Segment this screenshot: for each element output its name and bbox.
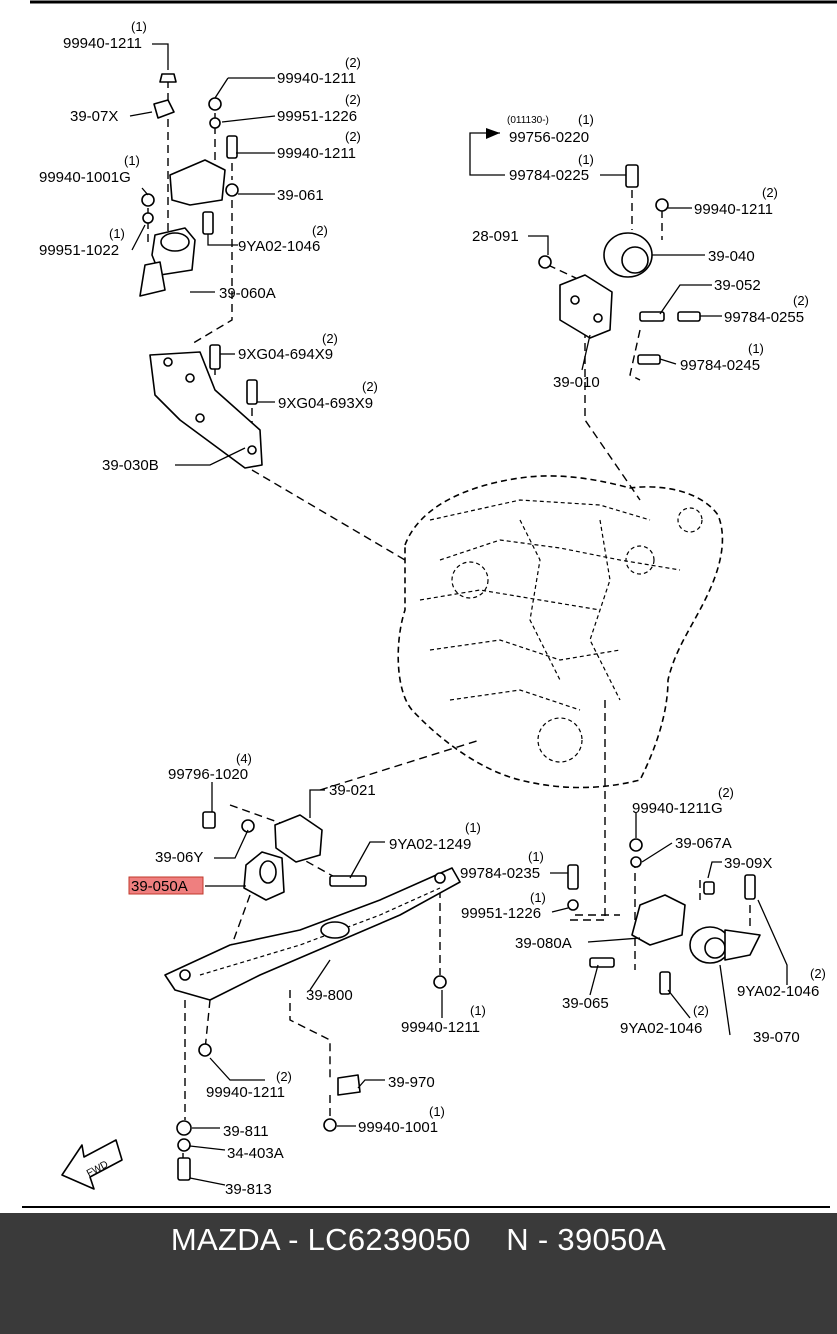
part-number-label: 99784-0235 (460, 865, 540, 882)
part-number-label: 99940-1211 (63, 35, 142, 52)
mount-39-060A (139, 159, 226, 297)
qty-label: (2) (762, 185, 778, 200)
part-title: MAZDA - LC6239050 N - 39050A (170, 1222, 667, 1257)
leader-lines (129, 43, 788, 1186)
qty-label: (1) (578, 112, 594, 127)
part-number-label: 39-813 (225, 1181, 272, 1198)
qty-label: (2) (362, 379, 378, 394)
qty-label: (2) (718, 785, 734, 800)
part-number-label: 39-060A (219, 285, 276, 302)
part-number-label: 99951-1022 (39, 242, 119, 259)
part-number-label: 99784-0245 (680, 357, 760, 374)
part-number-label: 99940-1211 (277, 145, 356, 162)
part-number-label: 39-07X (70, 108, 118, 125)
part-number-label: 99940-1001G (39, 169, 131, 186)
qty-label: (1) (578, 152, 594, 167)
arrow-icon (486, 128, 500, 139)
part-number-label: 99940-1211 (206, 1084, 285, 1101)
crossmember-39-800 (164, 867, 461, 1001)
qty-label: (2) (693, 1003, 709, 1018)
part-number-label: 99951-1226 (461, 905, 541, 922)
part-number-label: 39-010 (553, 374, 600, 391)
engine-mount-diagram: FWD (30, 0, 837, 1198)
qty-label: (1) (429, 1104, 445, 1119)
qty-label: (1) (528, 849, 544, 864)
parts-diagram: FWD (30, 0, 837, 1198)
qty-label: (4) (236, 751, 252, 766)
bolt-icon (141, 73, 258, 405)
part-number-label: 39-061 (277, 187, 324, 204)
part-number-label: 99940-1211G (632, 800, 723, 817)
mount-39-070 (567, 838, 761, 995)
part-labels: (1) 99940-1211 (2) 99940-1211 39-07X (2)… (39, 19, 826, 1198)
part-number-label: 99940-1211 (401, 1019, 480, 1036)
part-number-label: 99796-1020 (168, 766, 248, 783)
highlighted-part-label: 39-050A (131, 878, 188, 895)
qty-label: (1) (124, 153, 140, 168)
part-number-label: 39-052 (714, 277, 761, 294)
qty-label: (2) (345, 92, 361, 107)
part-number-label: 99784-0225 (509, 167, 589, 184)
part-number-label: 9XG04-693X9 (278, 395, 373, 412)
divider (22, 1206, 830, 1208)
part-number-label: 99756-0220 (509, 129, 589, 146)
qty-label: (2) (276, 1069, 292, 1084)
qty-label: (1) (465, 820, 481, 835)
part-number-label: 99940-1001 (358, 1119, 438, 1136)
mount-39-040 (538, 164, 669, 278)
qty-label: (2) (322, 331, 338, 346)
qty-label: (1) (131, 19, 147, 34)
part-number-label: 39-040 (708, 248, 755, 265)
part-number-label: 9XG04-694X9 (238, 346, 333, 363)
part-number-label: 39-070 (753, 1029, 800, 1046)
part-number-label: 99940-1211 (694, 201, 773, 218)
bolts-lower-left (176, 1043, 361, 1181)
part-number-label: 39-065 (562, 995, 609, 1012)
highlight-box (128, 876, 204, 895)
part-number-label: 39-021 (329, 782, 376, 799)
part-number-label: 39-06Y (155, 849, 203, 866)
qty-label: (1) (530, 890, 546, 905)
mount-39-050A (202, 811, 367, 901)
part-number-label: 9YA02-1046 (238, 238, 320, 255)
engine-block (397, 475, 724, 789)
part-number-label: 9YA02-1249 (389, 836, 471, 853)
part-number-label: 34-403A (227, 1145, 284, 1162)
bracket-39-010 (559, 274, 701, 365)
qty-label: (2) (345, 129, 361, 144)
date-range-label: (011130-) (507, 115, 549, 126)
part-number-label: 99784-0255 (724, 309, 804, 326)
part-number-label: 9YA02-1046 (620, 1020, 702, 1037)
part-number-label: 39-067A (675, 835, 732, 852)
part-number-label: 39-800 (306, 987, 353, 1004)
part-number-label: 99951-1226 (277, 108, 357, 125)
qty-label: (2) (312, 223, 328, 238)
part-number-label: 39-811 (223, 1123, 269, 1140)
part-number-label: 39-09X (724, 855, 772, 872)
part-number-label: 39-970 (388, 1074, 435, 1091)
footer-bar (0, 1213, 837, 1334)
part-number-label: 28-091 (472, 228, 519, 245)
fwd-arrow-icon: FWD (61, 1139, 123, 1190)
part-number-label: 39-030B (102, 457, 159, 474)
part-number-label: 99940-1211 (277, 70, 356, 87)
qty-label: (2) (810, 966, 826, 981)
qty-label: (1) (470, 1003, 486, 1018)
qty-label: (2) (345, 55, 361, 70)
part-number-label: 9YA02-1046 (737, 983, 819, 1000)
part-number-label: 39-080A (515, 935, 572, 952)
qty-label: (1) (748, 341, 764, 356)
qty-label: (1) (109, 226, 125, 241)
bracket-39-030B (149, 351, 263, 469)
qty-label: (2) (793, 293, 809, 308)
